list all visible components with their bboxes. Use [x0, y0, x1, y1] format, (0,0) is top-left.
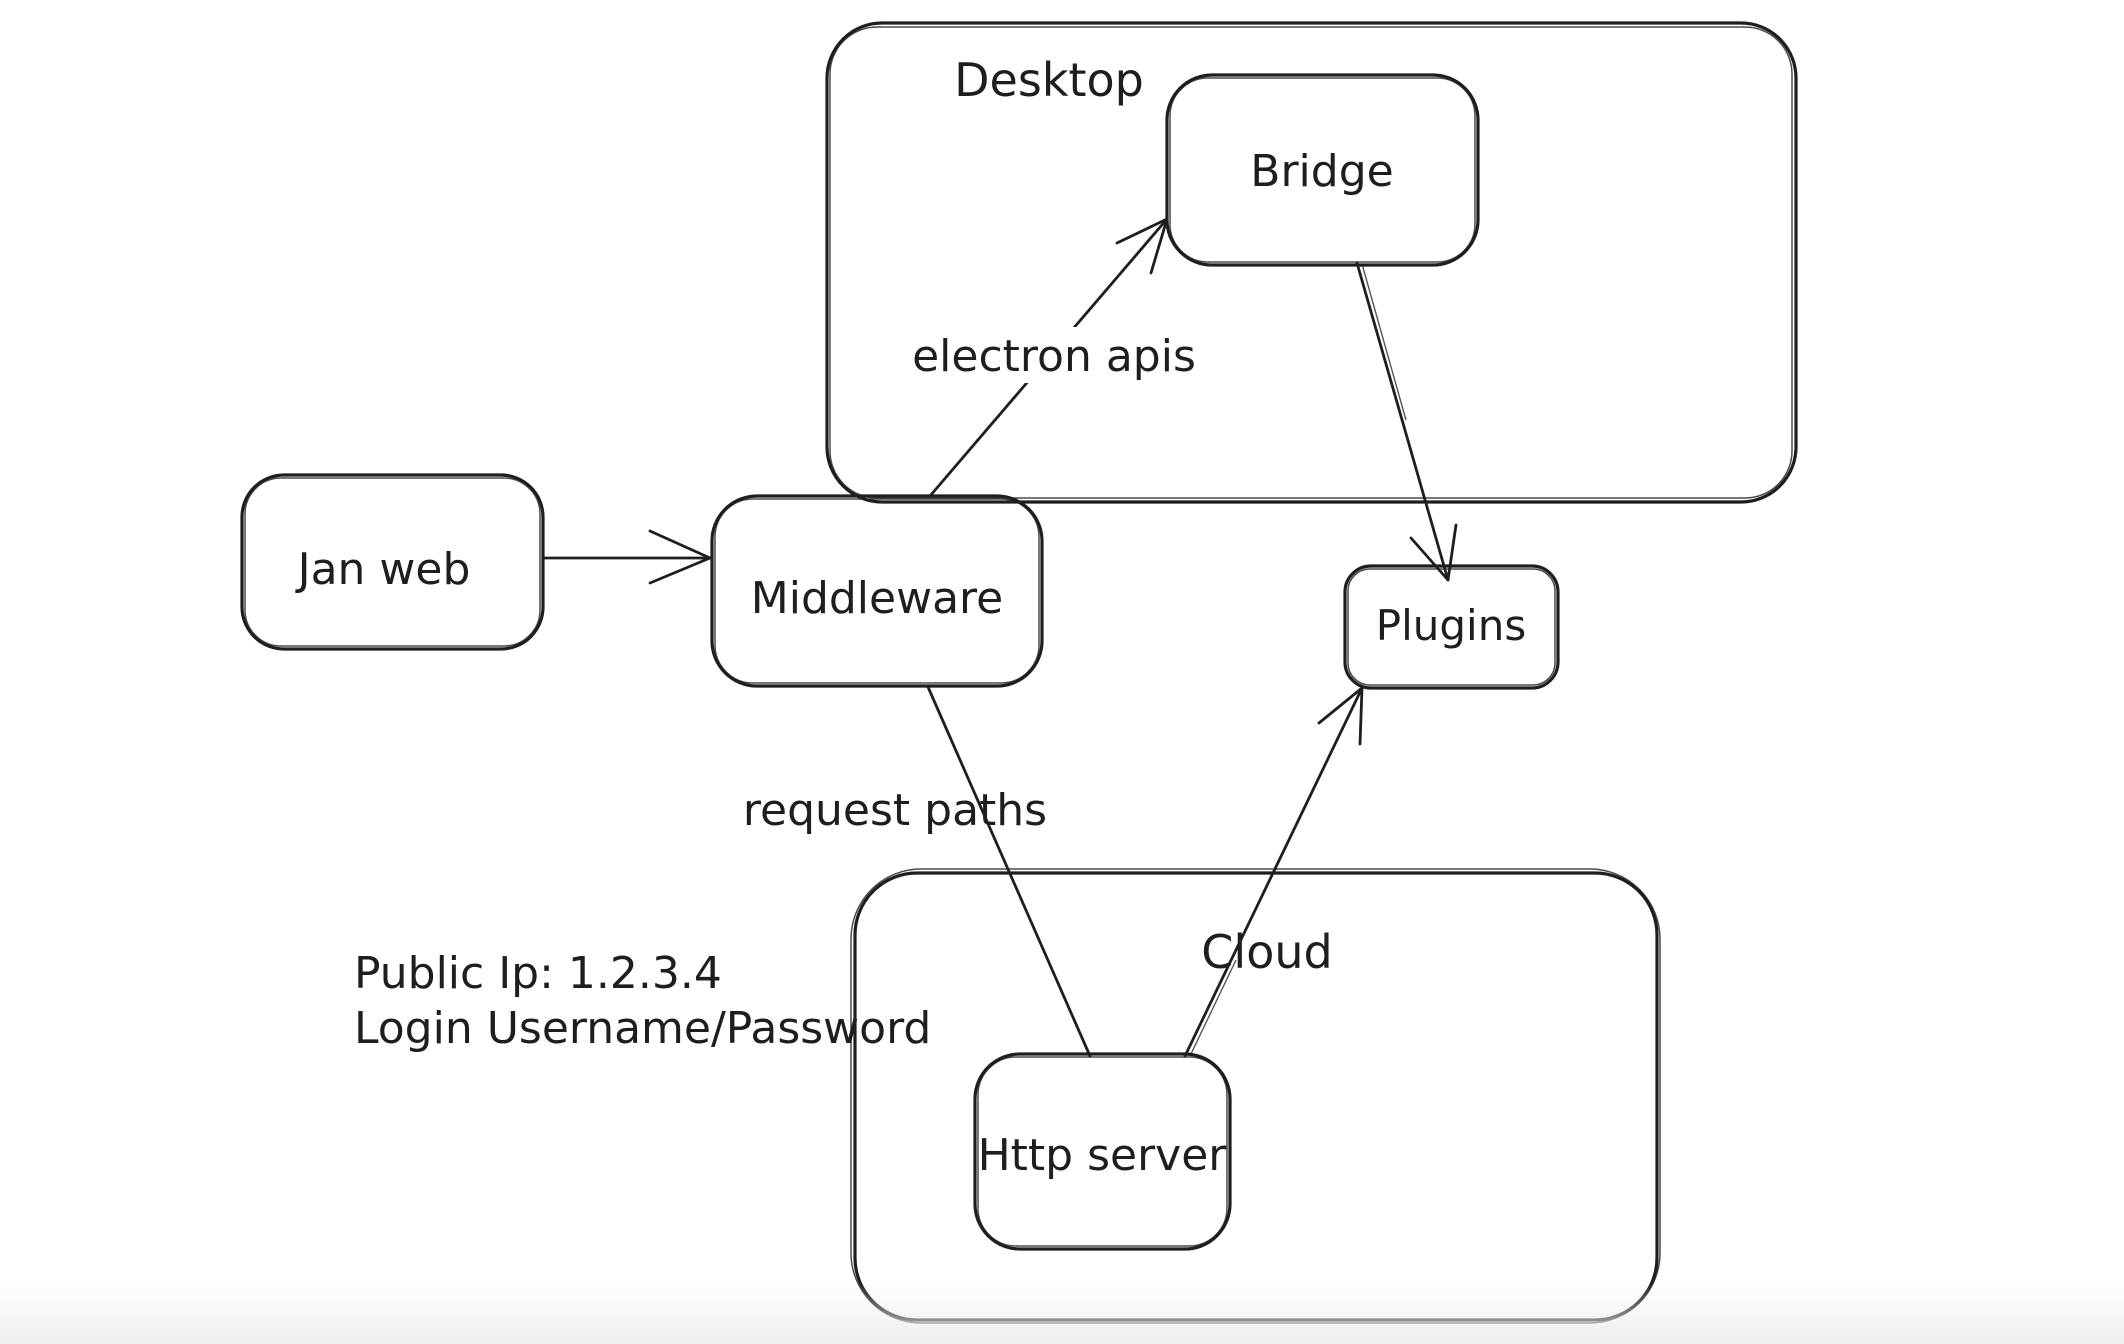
http-server-box[interactable] [973, 1052, 1232, 1251]
http-server-label: Http server [978, 1130, 1228, 1181]
arrow-http-server-to-plugins-line[interactable] [1183, 686, 1364, 1058]
credentials-note-line-1[interactable]: Public Ip: 1.2.3.4 [354, 948, 722, 999]
bridge-label: Bridge [1250, 146, 1393, 197]
arrow-jan-web-to-middleware [541, 529, 712, 585]
node-jan-web: Jan web [240, 473, 545, 651]
line-middleware-to-http-server: request paths [743, 685, 1092, 1058]
node-plugins: Plugins [1343, 564, 1560, 690]
arrow-bridge-to-plugins-line[interactable] [1355, 261, 1450, 582]
middleware-label: Middleware [751, 573, 1003, 624]
electron-apis-label: electron apis [912, 331, 1196, 382]
node-middleware: Middleware [710, 494, 1044, 688]
cloud-container-label: Cloud [1201, 925, 1332, 979]
plugins-box[interactable] [1343, 564, 1560, 690]
jan-web-box[interactable] [240, 473, 545, 651]
middleware-box[interactable] [710, 494, 1044, 688]
http-server-box-sketch [977, 1056, 1228, 1247]
bottom-fade [0, 1282, 2124, 1344]
arrow-bridge-to-plugins-arrowhead [1409, 523, 1458, 582]
arrow-http-server-to-plugins-line-sketch [1189, 959, 1237, 1057]
bridge-box[interactable] [1165, 73, 1480, 267]
node-bridge: Bridge [1165, 73, 1480, 267]
arrow-middleware-to-bridge: electron apis [898, 217, 1210, 498]
jan-web-label: Jan web [295, 544, 471, 595]
container-desktop: Desktop [825, 21, 1798, 504]
jan-web-box-sketch [244, 477, 541, 647]
credentials-note-line-2[interactable]: Login Username/Password [354, 1003, 931, 1054]
arrow-bridge-to-plugins-line-sketch [1361, 263, 1407, 421]
node-http-server: Http server [973, 1052, 1232, 1251]
middleware-box-sketch [714, 498, 1040, 684]
request-paths-label[interactable]: request paths [743, 785, 1047, 836]
plugins-label: Plugins [1376, 601, 1526, 650]
desktop-container-label: Desktop [954, 53, 1144, 107]
credentials-note: Public Ip: 1.2.3.4 Login Username/Passwo… [354, 948, 931, 1054]
line-middleware-to-http-server-line[interactable] [926, 685, 1092, 1058]
bridge-box-sketch [1169, 77, 1476, 263]
desktop-container-box-sketch [829, 26, 1793, 499]
arrow-bridge-to-plugins [1355, 261, 1458, 582]
desktop-container-box[interactable] [825, 21, 1798, 504]
electron-apis-label-background [898, 327, 1210, 383]
arrow-jan-web-to-middleware-arrowhead [648, 529, 712, 585]
plugins-box-sketch [1347, 568, 1556, 686]
